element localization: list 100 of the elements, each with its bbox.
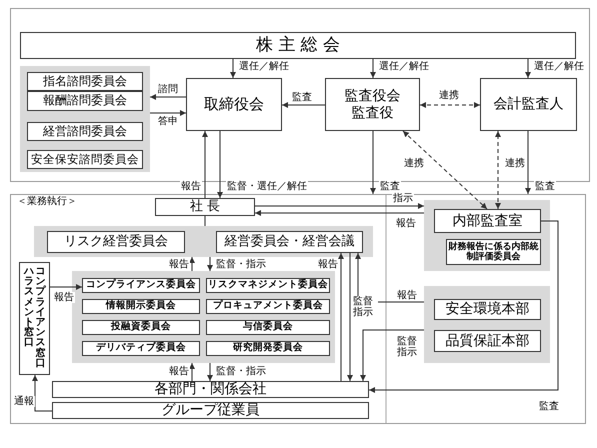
box-label: 研究開発委員会 xyxy=(233,343,303,354)
edge-label: 通報 xyxy=(13,396,35,407)
org-box xyxy=(206,341,330,356)
org-box xyxy=(27,122,143,141)
edge-label: 諮問 xyxy=(157,84,179,95)
org-box xyxy=(27,72,143,91)
section-frame xyxy=(10,194,586,424)
edge-label: 選任／解任 xyxy=(378,61,430,72)
box-label: 指名諮問委員会 xyxy=(43,74,127,88)
org-box xyxy=(27,91,143,111)
edge-label: 選任／解任 xyxy=(238,61,290,72)
org-box xyxy=(82,299,200,314)
connector-line xyxy=(204,216,206,226)
org-box xyxy=(52,402,369,419)
box-label: 内部監査室 xyxy=(452,212,522,230)
org-box xyxy=(19,262,50,375)
arrow xyxy=(207,362,213,382)
org-box xyxy=(480,78,577,131)
org-box xyxy=(47,231,185,253)
box-label: 安全環境本部 xyxy=(446,301,530,318)
arrow xyxy=(150,94,186,100)
org-box xyxy=(186,78,282,131)
edge-label: 監督・選任／解任 xyxy=(226,181,308,192)
arrow xyxy=(202,130,208,198)
edge-label: 監査 xyxy=(538,401,560,412)
org-box xyxy=(82,320,200,335)
org-box xyxy=(155,198,255,216)
box-label: 監査役 xyxy=(352,104,394,121)
arrow xyxy=(189,256,195,272)
box-label: コンプライアンス委員会 xyxy=(86,280,196,291)
box-label: 経営諮問委員会 xyxy=(43,124,127,138)
edge-label: 連携 xyxy=(504,158,526,169)
box-label: プロキュアメント委員会 xyxy=(213,301,323,312)
arrow xyxy=(254,210,424,216)
box-label: 各部門・関係会社 xyxy=(154,381,266,398)
edge-label: 監督指示 xyxy=(352,296,378,318)
edge-label: 連携 xyxy=(403,158,425,169)
box-label: 株 主 総 会 xyxy=(256,36,340,56)
org-box xyxy=(20,32,576,59)
box-label: ハラスメント窓口 xyxy=(24,267,34,348)
edge-label: 報告 xyxy=(317,259,339,270)
section-heading: ＜業務執行＞ xyxy=(17,196,77,208)
box-label: 与信委員会 xyxy=(243,322,293,333)
arrow xyxy=(402,130,488,210)
group-panel xyxy=(424,286,550,363)
arrow xyxy=(525,130,531,194)
org-box xyxy=(206,299,330,314)
group-panel xyxy=(20,66,150,172)
org-box xyxy=(206,320,330,335)
box-label: コンプライアンス窓口 xyxy=(35,267,46,369)
org-box xyxy=(434,209,541,233)
arrow xyxy=(495,130,501,210)
edge-label: 選任／解任 xyxy=(533,61,585,72)
arrow xyxy=(217,130,223,198)
org-box xyxy=(216,231,363,253)
edge-label: 監督・指示 xyxy=(215,366,267,377)
arrow xyxy=(32,374,52,412)
edge-label: 報告 xyxy=(168,366,190,377)
edge-label: 報告 xyxy=(180,181,202,192)
group-panel xyxy=(72,271,335,363)
box-label: 経営委員会・経営会議 xyxy=(224,234,354,250)
arrow xyxy=(230,58,236,78)
arrow xyxy=(360,330,424,382)
arrow xyxy=(338,252,344,382)
edge-label: 答申 xyxy=(157,116,179,127)
box-label: グループ従業員 xyxy=(162,402,260,419)
org-box xyxy=(52,381,369,398)
group-panel xyxy=(34,226,373,257)
edge-label: 連携 xyxy=(438,90,460,101)
box-label: 財務報告に係る内部統制評価委員会 xyxy=(448,242,540,262)
edge-label: 監督・指示 xyxy=(215,259,267,270)
box-label: 監査役会 xyxy=(344,88,400,104)
box-label: 社 長 xyxy=(190,200,220,214)
edge-label: 報告 xyxy=(53,292,75,303)
arrow xyxy=(370,58,376,78)
arrow xyxy=(254,203,424,209)
box-label: 報酬諮問委員会 xyxy=(43,94,127,108)
edge-label: 報告 xyxy=(168,259,190,270)
arrow xyxy=(150,110,186,116)
org-box xyxy=(82,278,200,293)
group-panel xyxy=(424,200,550,271)
edge-label: 指示 xyxy=(392,193,414,204)
edge-label: 監査 xyxy=(534,181,556,192)
box-label: リスク経営委員会 xyxy=(64,234,168,250)
arrow xyxy=(420,102,480,108)
org-box xyxy=(434,299,541,320)
edge-label: 報告 xyxy=(396,290,418,301)
arrow xyxy=(525,58,531,78)
arrow xyxy=(347,252,353,382)
box-label: 会計監査人 xyxy=(494,96,564,113)
box-label: 品質保証本部 xyxy=(446,332,530,350)
arrow xyxy=(50,284,82,290)
box-label: 投融資委員会 xyxy=(111,322,171,333)
box-label: デリバティブ委員会 xyxy=(96,343,186,354)
org-box xyxy=(27,150,143,169)
org-box xyxy=(82,341,200,356)
arrow xyxy=(207,256,213,272)
edge-label: 監査 xyxy=(379,181,401,192)
box-label: リスクマネジメント委員会 xyxy=(208,280,328,291)
org-box xyxy=(434,330,541,352)
